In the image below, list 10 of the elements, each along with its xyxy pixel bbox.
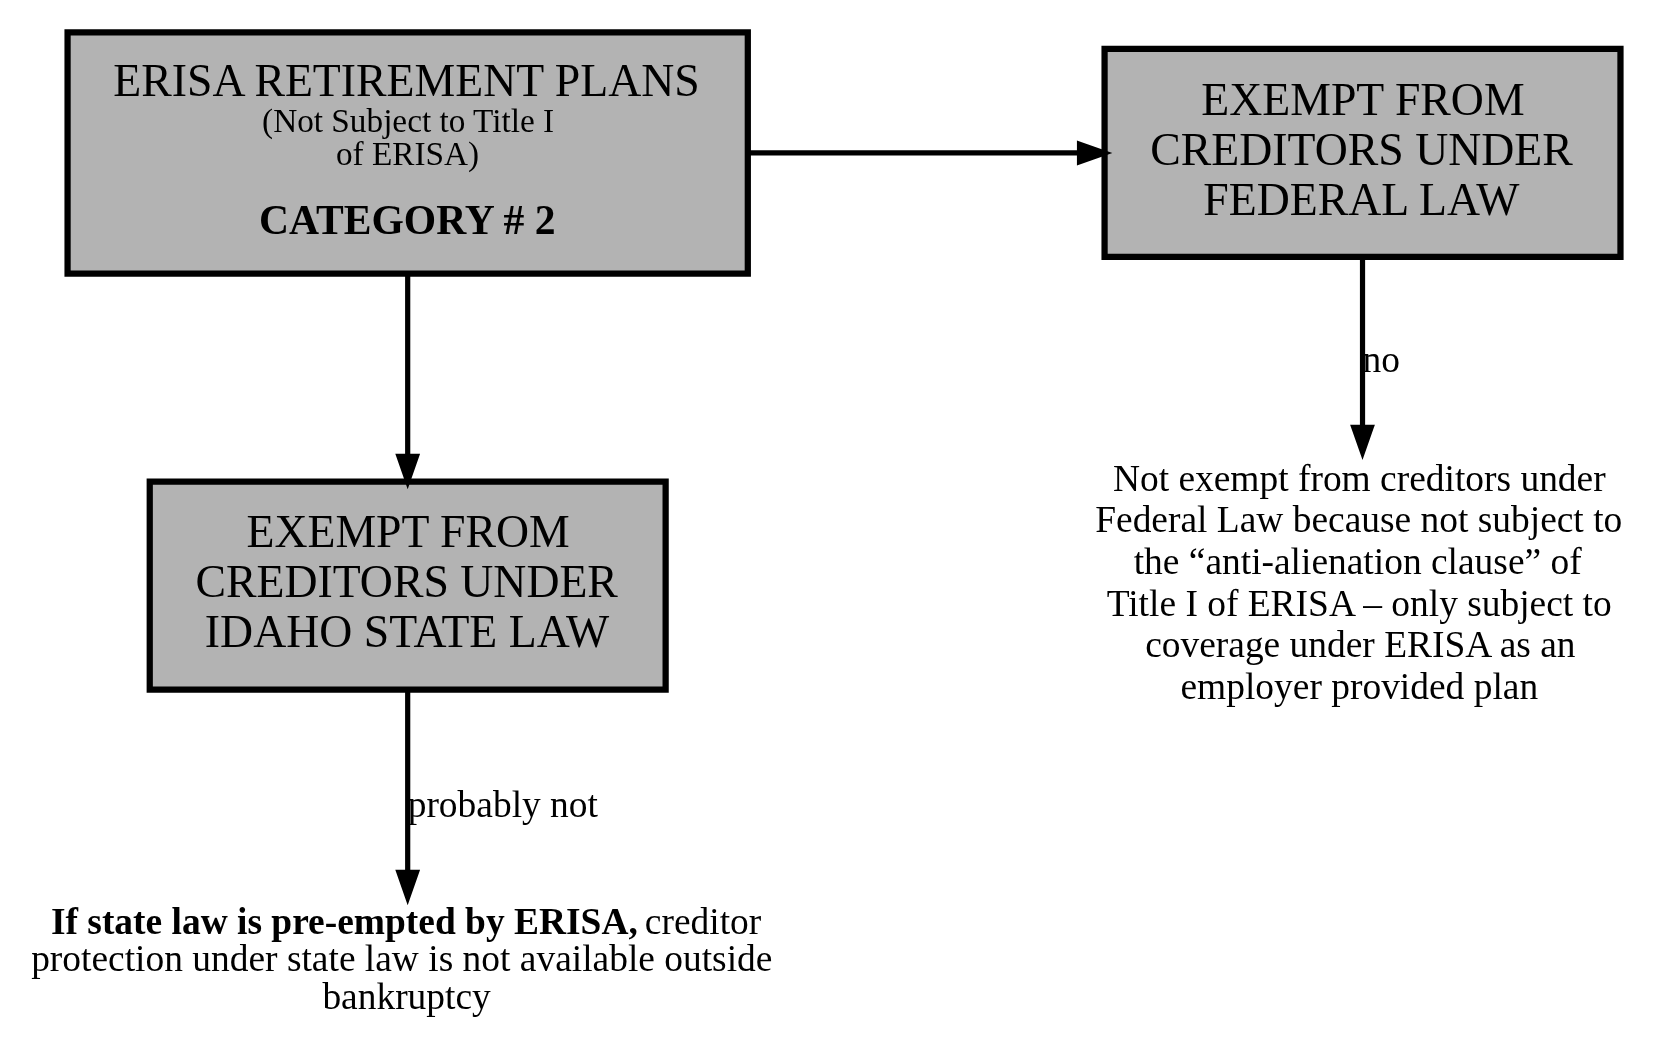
node-box: EXEMPT FROM CREDITORS UNDER FEDERAL LAW: [1101, 45, 1624, 260]
arrow: [748, 140, 1113, 165]
node-box: EXEMPT FROM CREDITORS UNDER IDAHO STATE LAW: [146, 478, 669, 693]
arrow: [395, 273, 421, 489]
node-box: ERISA RETIREMENT PLANS (Not Subject to Title I of ERISA) CATEGORY # 2: [64, 28, 751, 277]
node-text: If state law is pre-empted by ERISA, creditor protection under state law is not available outside bankruptcy: [31, 900, 773, 1017]
edge-label: no: [1362, 338, 1400, 380]
node-text: Not exempt from creditors under Federal Law because not subject to the “anti-alienation clause” of Title I of ERISA – only subject to coverage under ERISA as an employer provided plan: [1095, 457, 1623, 707]
edge-label: probably not: [407, 783, 598, 825]
arrow: [395, 690, 421, 905]
